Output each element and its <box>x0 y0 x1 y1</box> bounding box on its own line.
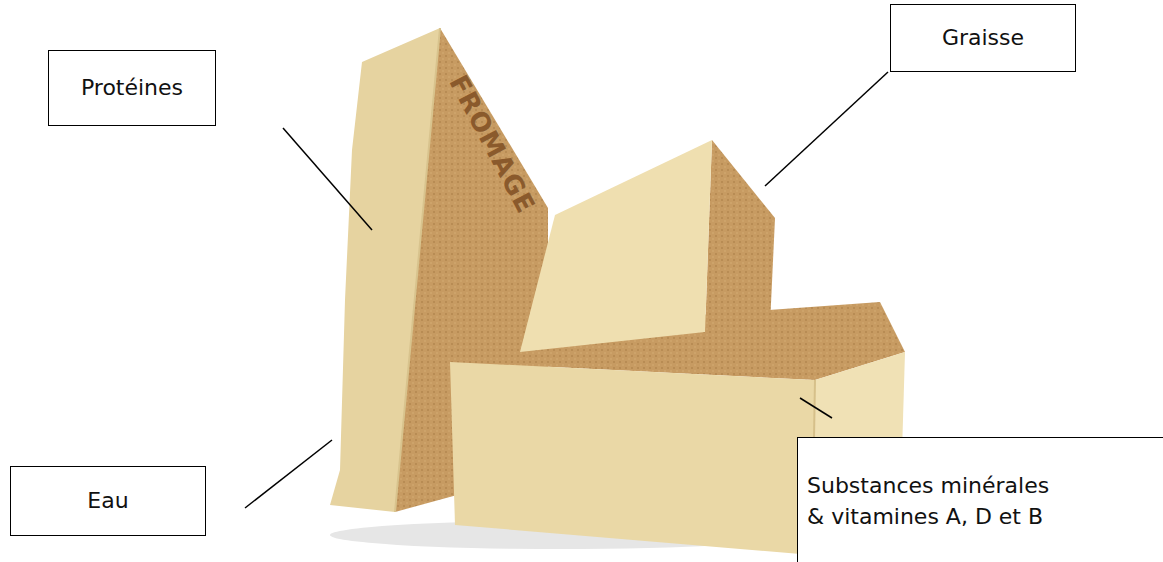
callout-box: Protéines <box>48 50 216 126</box>
callout-box: Graisse <box>890 4 1076 72</box>
callout-text: Eau <box>87 486 128 517</box>
leader-line <box>245 440 332 508</box>
callout-box: Substances minérales & vitamines A, D et… <box>797 437 1163 562</box>
callout-text: Protéines <box>81 73 183 104</box>
leader-line <box>800 398 832 418</box>
leader-line <box>765 72 888 186</box>
cut-face <box>330 28 440 512</box>
callout-text: Graisse <box>942 23 1024 54</box>
callout-box: Eau <box>10 466 206 536</box>
callout-text: Substances minérales & vitamines A, D et… <box>807 471 1063 533</box>
leader-line <box>283 128 372 230</box>
cut-face <box>450 362 815 555</box>
edge-line <box>395 28 440 512</box>
rind-face <box>705 140 775 332</box>
cut-face <box>520 140 712 352</box>
